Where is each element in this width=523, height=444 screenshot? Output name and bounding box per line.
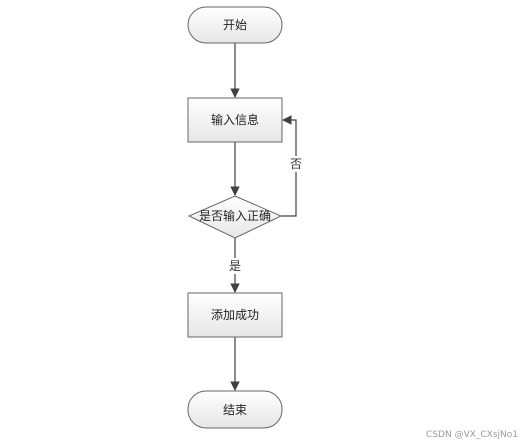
node-input: 输入信息 [187, 97, 283, 143]
node-start-shape [187, 6, 283, 44]
node-input-shape [187, 97, 283, 143]
node-check-shape [187, 195, 283, 239]
node-end-shape [187, 390, 283, 429]
edge-label-no-mask [289, 156, 303, 172]
edge-label-yes-mask [228, 258, 242, 274]
node-start-label: 开始 [223, 18, 247, 32]
watermark-text: CSDN @VX_CXsjNo1 [426, 430, 518, 440]
node-success-shape [187, 292, 283, 338]
node-end-label: 结束 [223, 403, 247, 417]
node-end: 结束 [187, 390, 283, 429]
node-start: 开始 [187, 6, 283, 44]
node-check-label: 是否输入正确 [199, 208, 271, 223]
node-input-label: 输入信息 [211, 112, 259, 127]
node-check: 是否输入正确 [187, 195, 283, 239]
edge-label-yes: 是 [229, 259, 241, 273]
edge-label-no: 否 [290, 157, 302, 171]
node-success-label: 添加成功 [211, 308, 259, 322]
node-success: 添加成功 [187, 292, 283, 338]
